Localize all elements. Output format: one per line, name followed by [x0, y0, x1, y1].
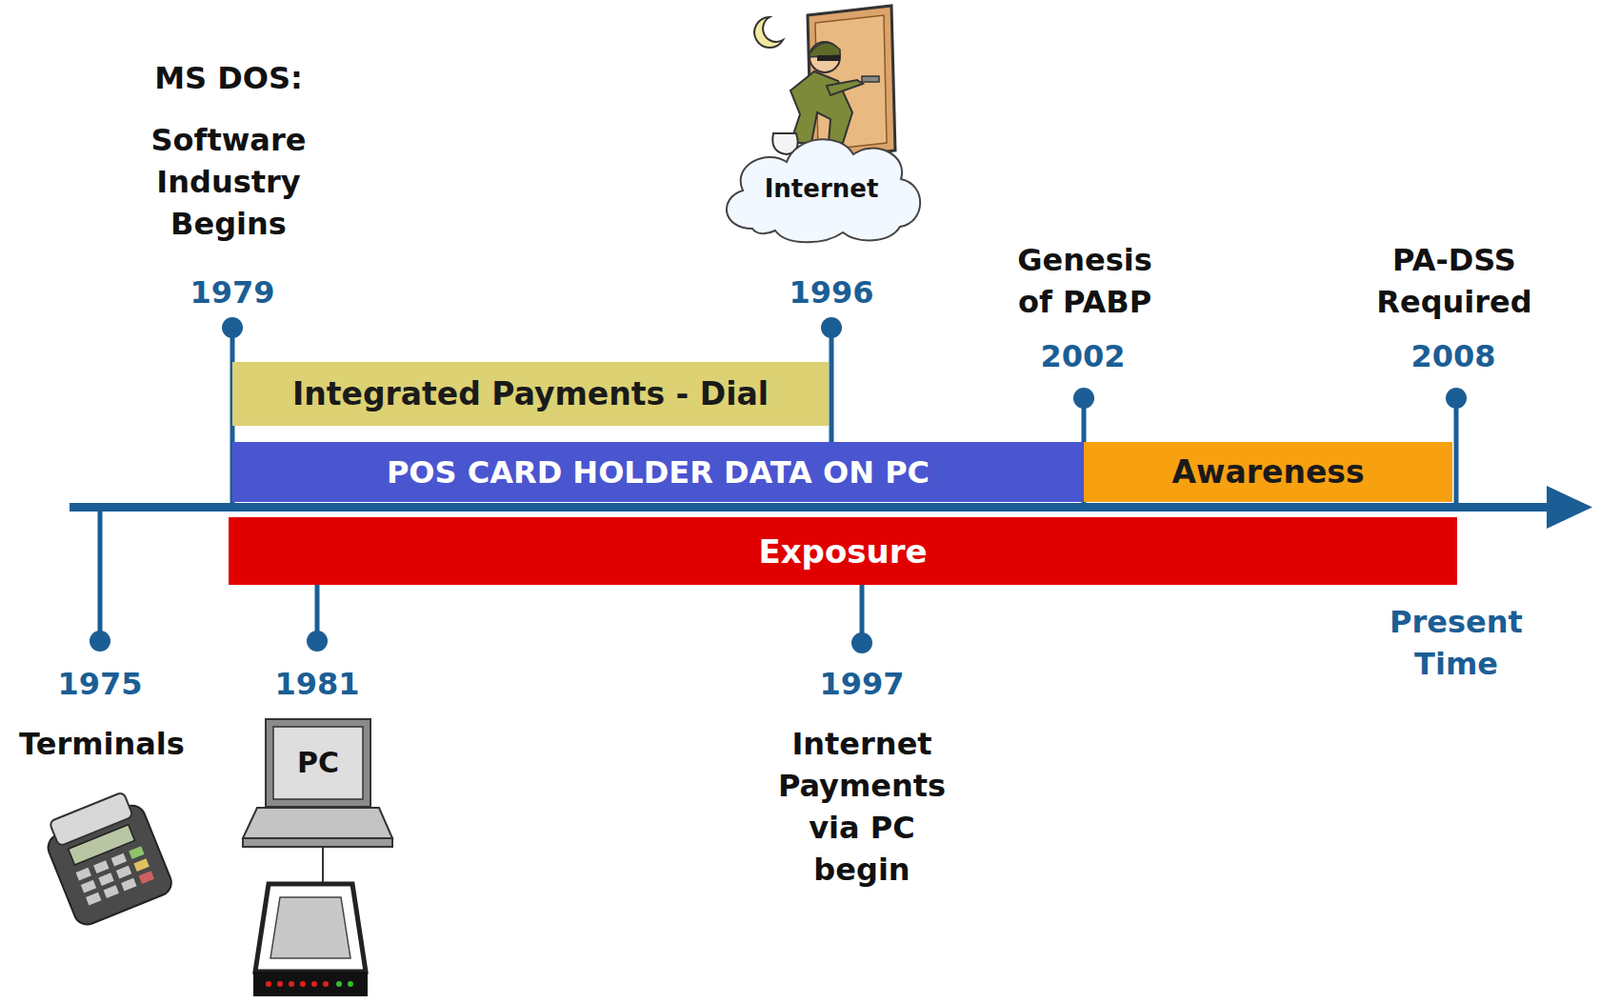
event-label: MS DOS: [133, 57, 324, 100]
card-terminal [38, 787, 176, 929]
thief-cap [809, 42, 840, 58]
led [300, 980, 306, 987]
key [93, 860, 109, 874]
year-label: 1996 [769, 271, 894, 314]
screen-label: PC [280, 741, 357, 784]
terminal-keys [76, 845, 155, 905]
door-handle [861, 76, 880, 82]
key [120, 878, 137, 892]
event-label: Software Industry Begins [138, 119, 320, 245]
tick-dot [1073, 387, 1095, 409]
tick-line [1454, 398, 1460, 507]
key [116, 865, 132, 880]
key [85, 892, 101, 906]
laptop-edge [242, 838, 393, 847]
led [336, 980, 342, 987]
event-label: Terminals [11, 722, 193, 765]
led [277, 980, 283, 987]
moon [754, 17, 783, 48]
tick-dot [89, 630, 111, 652]
present-label: Present Time [1360, 600, 1552, 685]
year-label: 1981 [255, 662, 380, 705]
year-label: 1979 [170, 271, 295, 314]
thief-arm [826, 80, 863, 96]
tick-dot [1445, 387, 1467, 409]
modem-front [253, 971, 368, 997]
thief-head [809, 41, 840, 73]
cloud-shape [726, 139, 920, 242]
band-text: Exposure [758, 532, 927, 571]
year-label: 2002 [1020, 335, 1145, 378]
key [103, 884, 120, 899]
key [128, 845, 144, 860]
band-text: Awareness [1171, 453, 1364, 491]
band-text: Internet [764, 174, 880, 203]
period-band: Integrated Payments - Dial [232, 361, 829, 426]
led [322, 980, 329, 987]
key [133, 858, 149, 872]
led [265, 980, 272, 987]
led [288, 980, 295, 987]
year-label: 1997 [800, 662, 924, 705]
thief-illustration [754, 5, 896, 160]
cloud-node: Internet [714, 121, 929, 246]
year-label: 2008 [1391, 335, 1516, 378]
band-text: Integrated Payments - Dial [292, 375, 769, 413]
key [98, 872, 114, 886]
tick-dot [221, 317, 243, 339]
tick-lines [100, 327, 1457, 643]
tick-line [829, 327, 835, 444]
tick-dot [306, 630, 328, 652]
tick-dot [851, 632, 873, 654]
axis-arrowhead [1546, 485, 1593, 529]
period-band: Awareness [1083, 441, 1453, 502]
tick-dots [89, 317, 1467, 654]
modem-leds [265, 980, 354, 987]
led [311, 980, 318, 987]
key [80, 880, 97, 894]
laptop-screen [273, 726, 363, 800]
cable [321, 846, 324, 884]
event-label: PA-DSS Required [1368, 239, 1540, 323]
modem-body [255, 883, 366, 972]
event-label: Genesis of PABP [1003, 239, 1166, 323]
key [111, 853, 127, 867]
thief-mask [817, 55, 840, 61]
laptop-base [242, 807, 393, 839]
key [139, 870, 155, 884]
period-band: POS CARD HOLDER DATA ON PC [232, 441, 1084, 502]
period-band: Exposure [228, 517, 1458, 585]
tick-dot [820, 317, 842, 339]
pc-illustration [242, 719, 393, 997]
event-label: Internet Payments via PC begin [774, 722, 951, 891]
modem-top [270, 897, 351, 959]
band-text: POS CARD HOLDER DATA ON PC [386, 454, 930, 491]
led [347, 980, 354, 987]
tick-line [98, 506, 103, 641]
key [76, 867, 92, 881]
laptop-lid [265, 719, 371, 807]
timeline-axis [69, 502, 1552, 512]
year-label: 1975 [38, 662, 162, 705]
